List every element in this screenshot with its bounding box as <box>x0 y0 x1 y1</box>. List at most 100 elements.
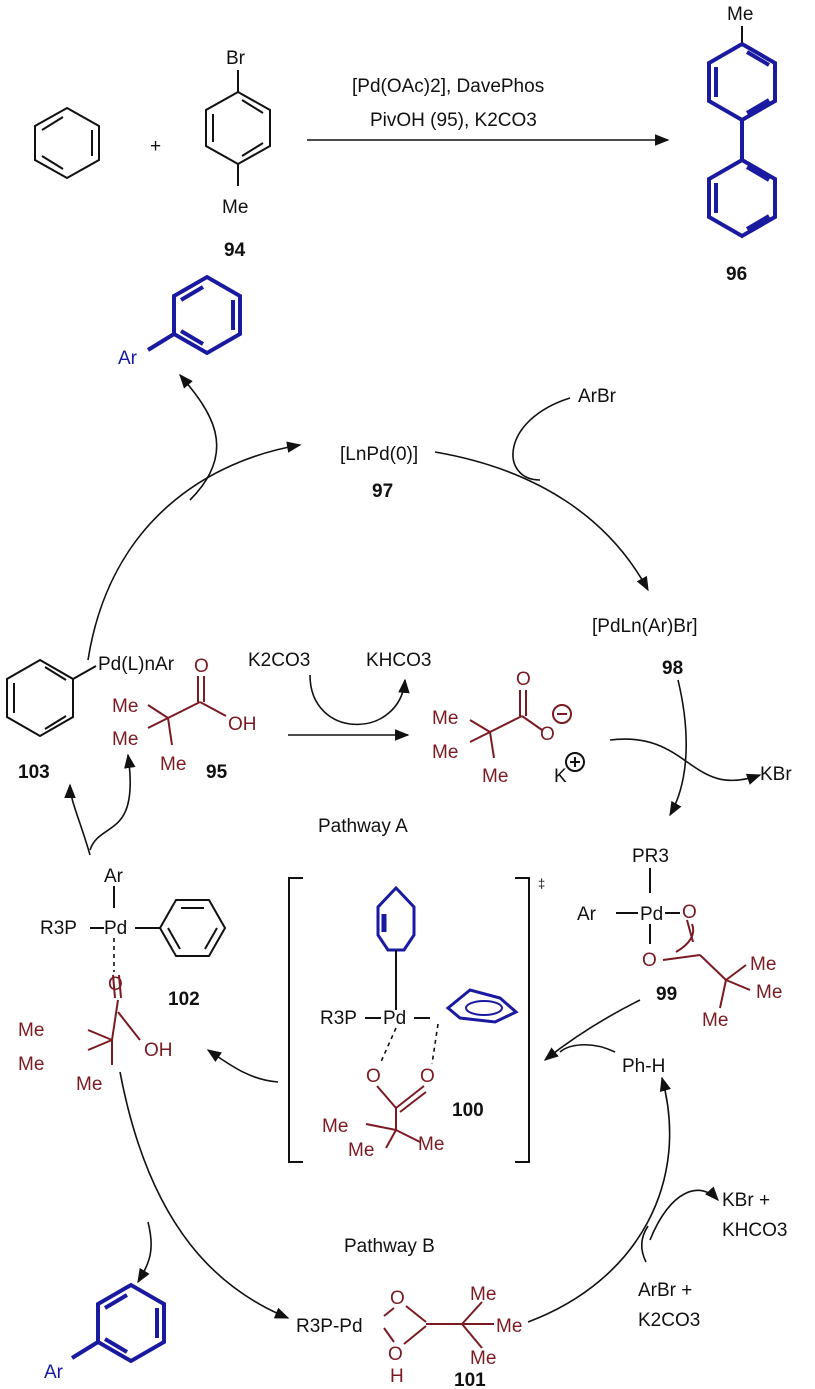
arrow-102-to-95 <box>89 753 136 851</box>
kbr-byproduct: KBr <box>760 764 792 785</box>
arrow-reagent-in <box>640 1225 649 1263</box>
aryl-label-bottom: Ar <box>44 1362 64 1383</box>
pr3-label-99: PR3 <box>632 846 669 867</box>
benzene-reagent: Ph-H <box>622 1056 665 1077</box>
methyl-label-96: Me <box>727 4 753 25</box>
carbonyl-o-95: O <box>194 656 209 677</box>
product-biaryl-structure <box>707 26 777 239</box>
r3p-label-100: R3P <box>320 1008 357 1029</box>
transition-state-symbol: ‡ <box>538 876 545 891</box>
pathway-b-label: Pathway B <box>344 1236 435 1257</box>
arrow-98-to-99 <box>669 679 687 817</box>
arrow-base-exchange <box>309 674 410 726</box>
arylbenzene-product-bottom <box>70 1282 166 1364</box>
pd-label-102: Pd <box>104 918 127 939</box>
me-95-a: Me <box>112 696 138 717</box>
o-label-99-b: O <box>642 950 657 971</box>
pd-label-99: Pd <box>640 904 663 925</box>
arrow-102-to-103 <box>64 783 91 856</box>
o-label-100-a: O <box>366 1066 381 1087</box>
me-100-a: Me <box>322 1116 348 1137</box>
bromotoluene-structure <box>205 70 271 186</box>
o-label-101-a: O <box>390 1288 405 1309</box>
hydroxyl-95: OH <box>228 714 257 735</box>
o-label-100-b: O <box>420 1066 435 1087</box>
me-99-b: Me <box>756 982 782 1003</box>
compound-98-label: 98 <box>662 658 683 679</box>
me-pivalate-a: Me <box>432 708 458 729</box>
phenyl-pd-103-structure <box>6 658 97 738</box>
compound-102-label: 102 <box>168 989 200 1010</box>
reagent-line-1: [Pd(OAc)2], DavePhos <box>352 76 544 97</box>
me-99-c: Me <box>702 1010 728 1031</box>
pd0-species: [LnPd(0)] <box>340 444 418 465</box>
pd-complex-99-structure <box>616 868 751 1009</box>
me-pivalate-b: Me <box>432 742 458 763</box>
pdlnar-species: Pd(L)nAr <box>98 654 175 675</box>
pivalic-acid-structure <box>147 676 227 746</box>
me-95-b: Me <box>112 729 138 750</box>
compound-103-label: 103 <box>18 762 50 783</box>
compound-99-label: 99 <box>656 984 677 1005</box>
arrow-102-to-101 <box>119 1071 290 1319</box>
bromo-label: Br <box>226 48 246 69</box>
compound-96-label: 96 <box>726 264 747 285</box>
arrow-phh-in <box>559 1044 616 1053</box>
o-label-99-a: O <box>682 902 697 923</box>
me-100-c: Me <box>348 1140 374 1161</box>
kbr-plus-label: KBr + <box>722 1190 770 1211</box>
compound-95-label: 95 <box>206 762 228 783</box>
arrow-kbr-out <box>609 738 762 785</box>
arrow-release-product-b <box>137 1221 152 1284</box>
oxide-o-pivalate: O <box>540 724 555 745</box>
arbr-plus-label: ArBr + <box>638 1280 692 1301</box>
compound-100-label: 100 <box>452 1100 484 1121</box>
arrow-100-to-102 <box>206 1049 279 1083</box>
compound-97-label: 97 <box>372 481 393 502</box>
arrow-101-to-99 <box>527 1076 671 1323</box>
pd-complex-101-structure <box>383 1301 494 1349</box>
r3p-pd-label-101: R3P-Pd <box>296 1316 363 1337</box>
aryl-label-102: Ar <box>104 866 124 887</box>
pd-complex-102-structure <box>87 886 227 1065</box>
oh-label-102: OH <box>144 1040 173 1061</box>
reagent-line-2: PivOH (95), K2CO3 <box>370 110 537 131</box>
khco3-label-b: KHCO3 <box>722 1220 787 1241</box>
me-100-b: Me <box>418 1134 444 1155</box>
benzene-structure <box>34 106 100 180</box>
me-pivalate-c: Me <box>482 766 508 787</box>
r3p-label-102: R3P <box>40 918 77 939</box>
o-label-102: O <box>108 974 123 995</box>
o-label-101-b: O <box>388 1344 403 1365</box>
pd-label-100: Pd <box>383 1008 406 1029</box>
h-label-101: H <box>390 1366 404 1387</box>
aryl-label-top: Ar <box>118 348 138 369</box>
arrow-release-product <box>179 373 218 501</box>
pdlnarbr-species: [PdLn(Ar)Br] <box>592 616 698 637</box>
me-102-b: Me <box>18 1054 44 1075</box>
arrow-salt-out <box>649 1186 719 1241</box>
me-99-a: Me <box>750 954 776 975</box>
potassium-cation: K <box>554 766 567 787</box>
ts-100-structure <box>365 885 519 1149</box>
arylbenzene-product-top <box>146 274 242 356</box>
potassium-pivalate-structure <box>469 690 585 772</box>
me-102-c: Me <box>76 1074 102 1095</box>
arrow-arbr-in <box>512 397 571 481</box>
khco3-byproduct: KHCO3 <box>366 650 431 671</box>
k2co3-label-b: K2CO3 <box>638 1310 700 1331</box>
me-95-c: Me <box>160 754 186 775</box>
arbr-reagent: ArBr <box>578 386 617 407</box>
arrow-103-to-97 <box>87 441 302 661</box>
aryl-label-99: Ar <box>577 904 597 925</box>
me-101-a: Me <box>470 1284 496 1305</box>
me-101-c: Me <box>470 1348 496 1369</box>
compound-101-label: 101 <box>454 1370 486 1389</box>
plus-sign: + <box>150 136 161 157</box>
transition-state-brackets <box>288 877 530 1163</box>
k2co3-reagent: K2CO3 <box>248 650 310 671</box>
arrow-97-to-98 <box>434 451 649 592</box>
methyl-label-94: Me <box>222 197 248 218</box>
pathway-a-label: Pathway A <box>318 816 408 837</box>
